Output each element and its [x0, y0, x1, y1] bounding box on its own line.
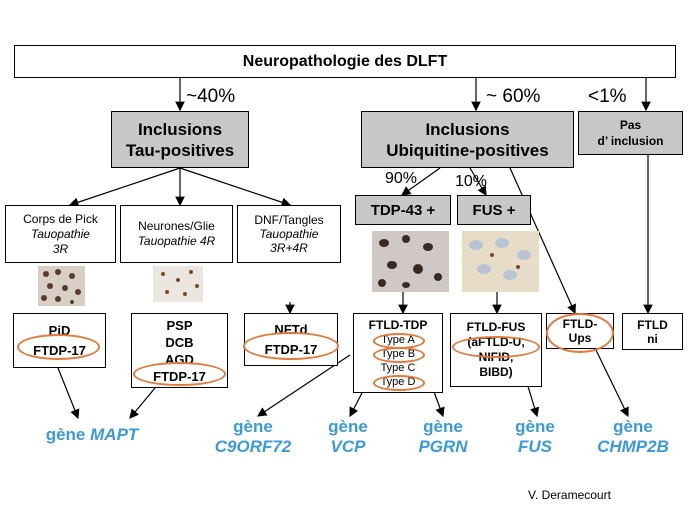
- ubi-percent: ~ 60%: [486, 86, 541, 107]
- aftld-highlight: [452, 336, 540, 358]
- tdp-percent: 90%: [385, 170, 418, 187]
- tdp43-box: TDP-43 +: [355, 195, 451, 225]
- ftdp17-highlight: [17, 334, 100, 360]
- tau-percent: ~40%: [186, 86, 236, 107]
- fus-box: FUS +: [457, 195, 531, 225]
- neurons-glia-box: Neurones/Glie Tauopathie 4R: [120, 205, 233, 263]
- diagram-title: Neuropathologie des DLFT: [14, 45, 676, 78]
- ftdp17-highlight: [133, 362, 226, 386]
- histology-image-pick: [38, 266, 85, 306]
- type-d-highlight: [373, 375, 425, 391]
- pas-percent: <1%: [588, 86, 627, 107]
- fus-percent: 10%: [455, 173, 488, 190]
- ups-highlight: [546, 313, 614, 353]
- histology-image-fus: [462, 231, 539, 292]
- dnf-tangles-box: DNF/Tangles Tauopathie 3R+4R: [237, 205, 341, 263]
- pick-bodies-box: Corps de Pick Tauopathie 3R: [5, 205, 116, 263]
- histology-image-tdp: [372, 231, 449, 292]
- gene-mapt: gène MAPT: [45, 425, 139, 444]
- type-b-highlight: [373, 347, 425, 363]
- credit-text: V. Deramecourt: [528, 488, 611, 502]
- histology-image-glia: [153, 266, 203, 302]
- ftdp17-highlight: [243, 332, 339, 360]
